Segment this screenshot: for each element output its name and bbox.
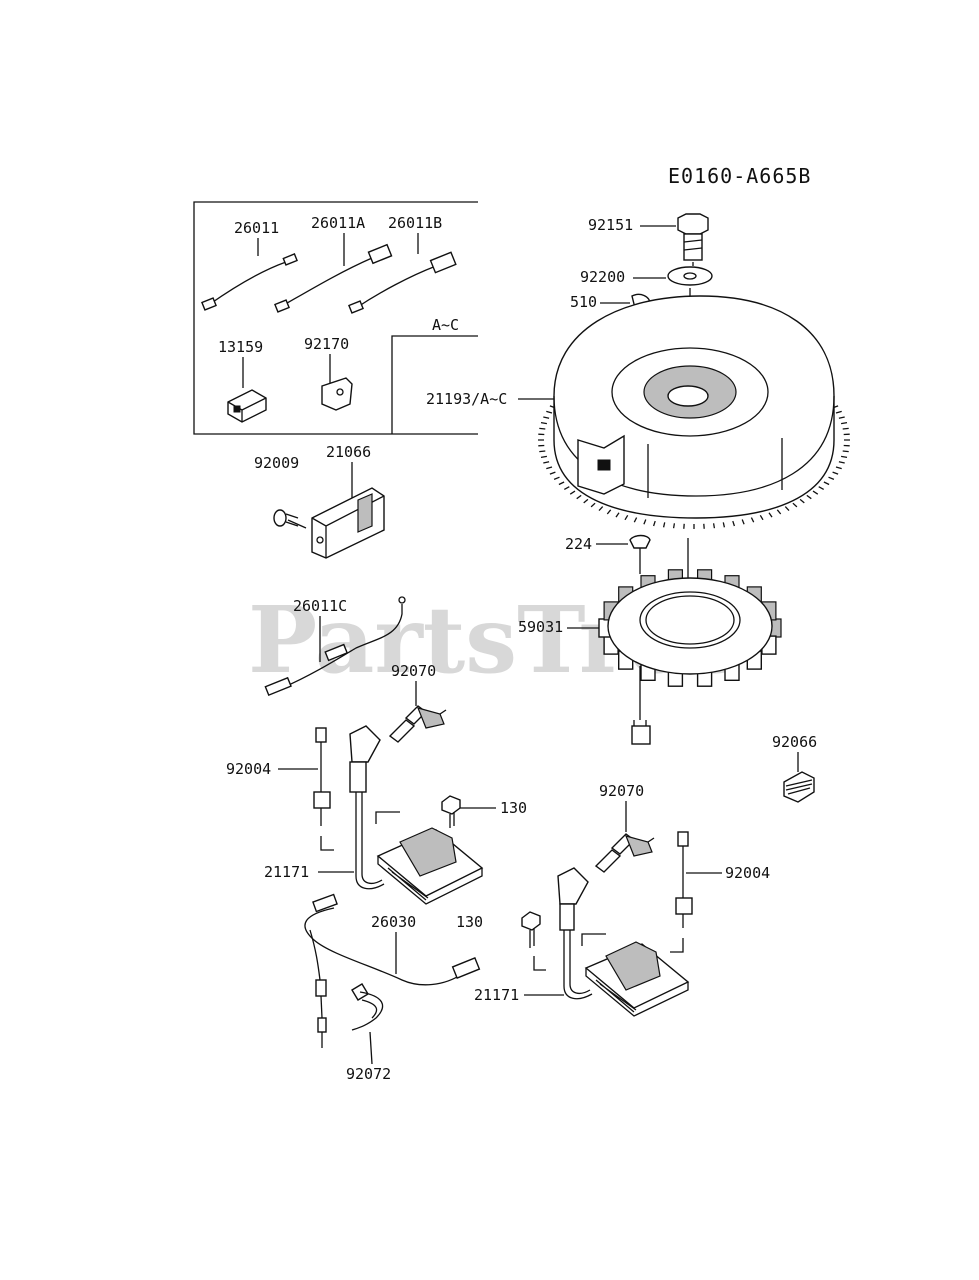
spark-plug-92070-left[interactable]: 92070 bbox=[388, 662, 447, 743]
bolt-92151[interactable]: 92151 bbox=[588, 213, 709, 266]
label-130-upper: 130 bbox=[500, 799, 527, 817]
label-26030: 26030 bbox=[371, 913, 416, 931]
connector-13159[interactable]: 13159 bbox=[218, 338, 267, 423]
wire-harness-26030[interactable]: 26030 bbox=[304, 893, 481, 1048]
label-26011a: 26011A bbox=[311, 214, 365, 232]
label-224: 224 bbox=[565, 535, 592, 553]
label-92170: 92170 bbox=[304, 335, 349, 353]
label-92009: 92009 bbox=[254, 454, 299, 472]
label-92070-left: 92070 bbox=[391, 662, 436, 680]
label-130-lower: 130 bbox=[456, 913, 483, 931]
ignition-coil-21171-left[interactable]: 21171 bbox=[264, 725, 484, 905]
label-92070-right: 92070 bbox=[599, 782, 644, 800]
label-21171-left: 21171 bbox=[264, 863, 309, 881]
label-92200: 92200 bbox=[580, 268, 625, 286]
wire-harness-26011b[interactable]: 26011B bbox=[348, 214, 457, 314]
bolt-130-lower[interactable]: 130 bbox=[456, 911, 546, 971]
label-21171-right: 21171 bbox=[474, 986, 519, 1004]
stud-92004-right[interactable]: 92004 bbox=[670, 831, 770, 953]
screw-92009[interactable]: 92009 bbox=[254, 454, 307, 529]
spark-plug-92070-right[interactable]: 92070 bbox=[594, 782, 655, 873]
wire-harness-26011a[interactable]: 26011A bbox=[274, 214, 393, 313]
label-92066: 92066 bbox=[772, 733, 817, 751]
ignition-coil-21171-right[interactable]: 21171 bbox=[474, 867, 690, 1017]
clip-92170[interactable]: 92170 bbox=[304, 335, 353, 411]
flywheel-21193[interactable]: 21193/A~C bbox=[426, 295, 850, 529]
label-26011: 26011 bbox=[234, 219, 279, 237]
label-92004-right: 92004 bbox=[725, 864, 770, 882]
stud-92004-left[interactable]: 92004 bbox=[226, 727, 334, 851]
label-92072: 92072 bbox=[346, 1065, 391, 1083]
label-21066: 21066 bbox=[326, 443, 371, 461]
screw-224[interactable]: 224 bbox=[565, 534, 689, 600]
cap-92066[interactable]: 92066 bbox=[772, 733, 817, 803]
lead-wire-26011c[interactable]: 26011C bbox=[264, 596, 406, 697]
bolt-130-upper[interactable]: 130 bbox=[441, 795, 527, 828]
diagram-code: E0160-A665B bbox=[668, 164, 811, 188]
label-59031: 59031 bbox=[518, 618, 563, 636]
label-510: 510 bbox=[570, 293, 597, 311]
label-92004-left: 92004 bbox=[226, 760, 271, 778]
label-26011c: 26011C bbox=[293, 597, 347, 615]
label-13159: 13159 bbox=[218, 338, 263, 356]
label-92151: 92151 bbox=[588, 216, 633, 234]
wire-harness-26011[interactable]: 26011 bbox=[201, 219, 298, 311]
inset-box: A~C bbox=[193, 201, 478, 435]
regulator-21066[interactable]: 21066 bbox=[311, 443, 385, 559]
label-26011b: 26011B bbox=[388, 214, 442, 232]
box-note: A~C bbox=[432, 316, 459, 334]
label-21193: 21193/A~C bbox=[426, 390, 507, 408]
stator-59031[interactable]: 59031 bbox=[518, 569, 782, 745]
band-92072[interactable]: 92072 bbox=[346, 983, 391, 1083]
